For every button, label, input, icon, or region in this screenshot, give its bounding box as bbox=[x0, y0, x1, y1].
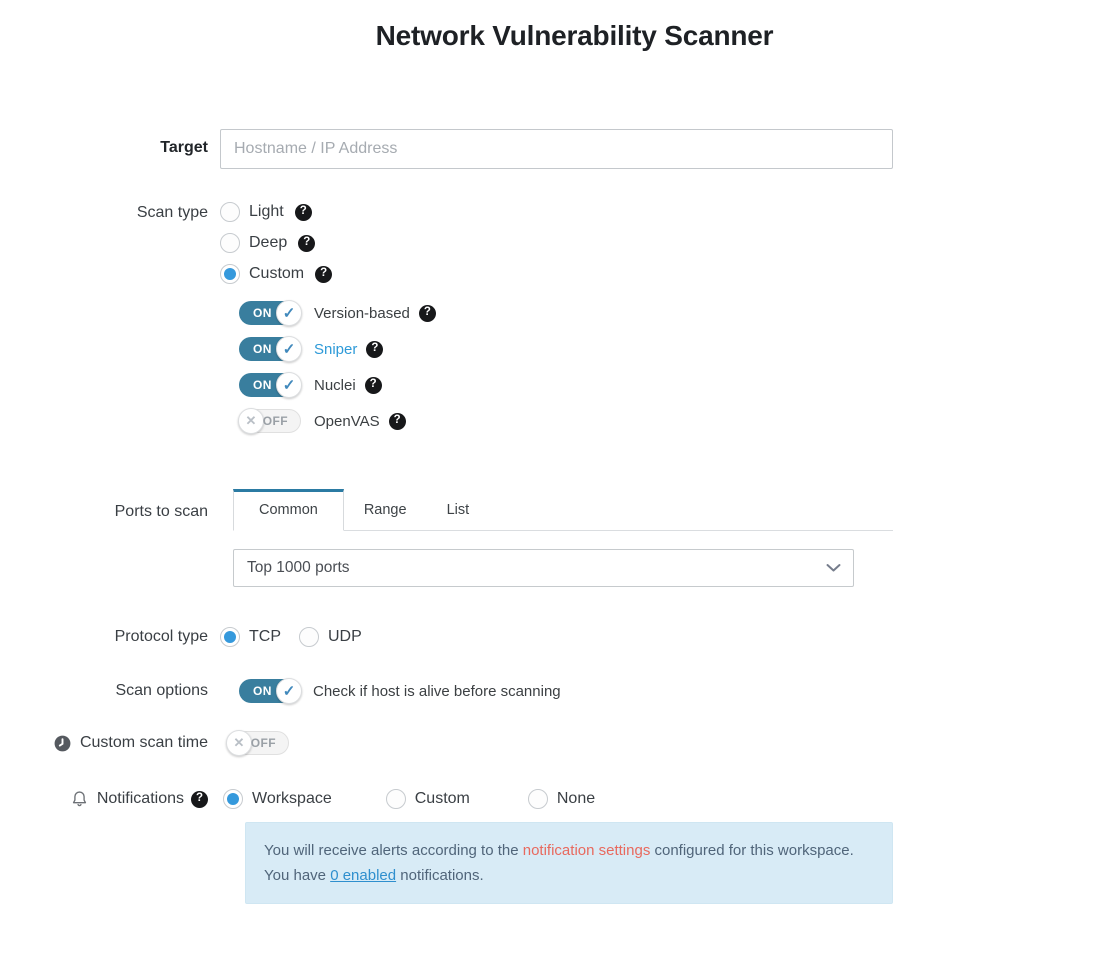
toggle-state-label: OFF bbox=[250, 736, 276, 750]
help-icon[interactable]: ? bbox=[294, 203, 312, 221]
tool-row-version-based: ON ✓ Version-based ? bbox=[239, 300, 893, 326]
protocol-option-udp[interactable]: UDP bbox=[299, 627, 362, 647]
scan-type-option-deep[interactable]: Deep ? bbox=[220, 233, 893, 253]
toggle-custom-scan-time[interactable]: ✕ OFF bbox=[226, 730, 289, 756]
target-input[interactable] bbox=[220, 129, 893, 169]
clock-icon bbox=[53, 734, 72, 753]
toggle-state-label: ON bbox=[253, 378, 272, 392]
custom-scan-time-row: Custom scan time ✕ OFF bbox=[0, 730, 893, 756]
protocol-label: Protocol type bbox=[114, 628, 208, 645]
tab-range[interactable]: Range bbox=[363, 502, 407, 518]
scan-type-option-label: Deep bbox=[249, 234, 288, 251]
scan-options-row: Scan options ON ✓ Check if host is alive… bbox=[0, 678, 893, 704]
help-icon[interactable]: ? bbox=[366, 340, 384, 358]
notifications-option-label: Custom bbox=[414, 790, 470, 807]
target-row: Target bbox=[0, 129, 893, 169]
info-text: You will receive alerts according to the bbox=[264, 842, 523, 859]
protocol-option-label: TCP bbox=[249, 628, 281, 645]
toggle-host-alive[interactable]: ON ✓ bbox=[239, 678, 302, 704]
notifications-option-label: None bbox=[556, 790, 596, 807]
toggle-sniper[interactable]: ON ✓ bbox=[239, 336, 302, 362]
toggle-knob-check-icon: ✓ bbox=[276, 336, 302, 362]
ports-label: Ports to scan bbox=[114, 503, 208, 520]
scan-type-option-label: Light bbox=[249, 203, 284, 220]
info-text: notifications. bbox=[396, 867, 484, 884]
info-text: You have bbox=[264, 867, 331, 884]
toggle-state-label: ON bbox=[253, 342, 272, 356]
radio-udp[interactable] bbox=[299, 627, 319, 647]
toggle-knob-cross-icon: ✕ bbox=[226, 730, 252, 756]
toggle-knob-cross-icon: ✕ bbox=[238, 408, 264, 434]
radio-light[interactable] bbox=[220, 202, 240, 222]
radio-deep[interactable] bbox=[220, 233, 240, 253]
ports-select-value: Top 1000 ports bbox=[247, 559, 350, 576]
enabled-notifications-link[interactable]: 0 enabled bbox=[330, 867, 397, 884]
radio-custom[interactable] bbox=[220, 264, 240, 284]
toggle-knob-check-icon: ✓ bbox=[276, 372, 302, 398]
tab-list[interactable]: List bbox=[446, 502, 470, 518]
tool-name-nuclei: Nuclei bbox=[314, 376, 356, 394]
help-icon[interactable]: ? bbox=[315, 265, 333, 283]
toggle-knob-check-icon: ✓ bbox=[276, 678, 302, 704]
notifications-option-workspace[interactable]: Workspace bbox=[223, 789, 332, 809]
notification-settings-link[interactable]: notification settings bbox=[522, 842, 651, 859]
help-icon[interactable]: ? bbox=[364, 376, 382, 394]
notifications-label: Notifications bbox=[96, 790, 184, 807]
page-title: Network Vulnerability Scanner bbox=[375, 20, 774, 51]
help-icon[interactable]: ? bbox=[298, 234, 316, 252]
protocol-row: Protocol type TCP UDP bbox=[0, 627, 893, 647]
scan-config-form: Target Scan type Light ? Deep ? bbox=[0, 129, 893, 904]
toggle-state-label: OFF bbox=[262, 414, 288, 428]
scan-options-label: Scan options bbox=[115, 682, 208, 699]
toggle-nuclei[interactable]: ON ✓ bbox=[239, 372, 302, 398]
notifications-info-box: You will receive alerts according to the… bbox=[245, 822, 893, 904]
help-icon[interactable]: ? bbox=[191, 790, 208, 808]
scan-type-option-custom[interactable]: Custom ? bbox=[220, 264, 893, 284]
bell-icon bbox=[70, 789, 89, 809]
help-icon[interactable]: ? bbox=[388, 412, 406, 430]
custom-scan-time-label: Custom scan time bbox=[79, 734, 208, 751]
radio-none[interactable] bbox=[527, 789, 548, 809]
notifications-row: Notifications ? Workspace Custom None bbox=[0, 789, 893, 809]
tool-row-sniper: ON ✓ Sniper ? bbox=[239, 336, 893, 362]
scan-type-label: Scan type bbox=[136, 204, 208, 221]
notifications-option-label: Workspace bbox=[252, 790, 332, 807]
protocol-option-tcp[interactable]: TCP bbox=[220, 627, 281, 647]
radio-custom-notif[interactable] bbox=[385, 789, 406, 809]
tool-row-openvas: ✕ OFF OpenVAS ? bbox=[238, 408, 893, 434]
ports-select[interactable]: Top 1000 ports bbox=[233, 549, 854, 587]
tool-row-nuclei: ON ✓ Nuclei ? bbox=[239, 372, 893, 398]
radio-workspace[interactable] bbox=[223, 789, 243, 809]
info-text: configured for this workspace. bbox=[650, 842, 854, 859]
tool-name-openvas: OpenVAS bbox=[314, 412, 380, 430]
scan-type-row: Scan type Light ? Deep ? Custom ? bbox=[0, 202, 893, 444]
radio-tcp[interactable] bbox=[220, 627, 240, 647]
info-line-2: You have 0 enabled notifications. bbox=[264, 863, 874, 888]
ports-row: Ports to scan Common Range List Top 1000… bbox=[0, 489, 893, 587]
notifications-option-none[interactable]: None bbox=[527, 789, 596, 809]
scan-type-option-label: Custom bbox=[249, 265, 305, 282]
toggle-knob-check-icon: ✓ bbox=[276, 300, 302, 326]
tab-common[interactable]: Common bbox=[233, 489, 344, 531]
scan-type-option-light[interactable]: Light ? bbox=[220, 202, 893, 222]
target-label: Target bbox=[160, 139, 208, 156]
notifications-option-custom[interactable]: Custom bbox=[385, 789, 470, 809]
toggle-state-label: ON bbox=[253, 684, 272, 698]
toggle-openvas[interactable]: ✕ OFF bbox=[238, 408, 301, 434]
protocol-option-label: UDP bbox=[328, 628, 362, 645]
ports-tabbar: Common Range List bbox=[233, 489, 893, 531]
custom-tools-list: ON ✓ Version-based ? ON ✓ Sniper ? bbox=[238, 300, 893, 434]
toggle-version-based[interactable]: ON ✓ bbox=[239, 300, 302, 326]
info-line-1: You will receive alerts according to the… bbox=[264, 838, 874, 863]
toggle-state-label: ON bbox=[253, 306, 272, 320]
tool-name-sniper-link[interactable]: Sniper bbox=[314, 340, 358, 358]
help-icon[interactable]: ? bbox=[418, 304, 436, 322]
tool-name-version-based: Version-based bbox=[314, 304, 410, 322]
host-alive-label: Check if host is alive before scanning bbox=[313, 682, 561, 700]
